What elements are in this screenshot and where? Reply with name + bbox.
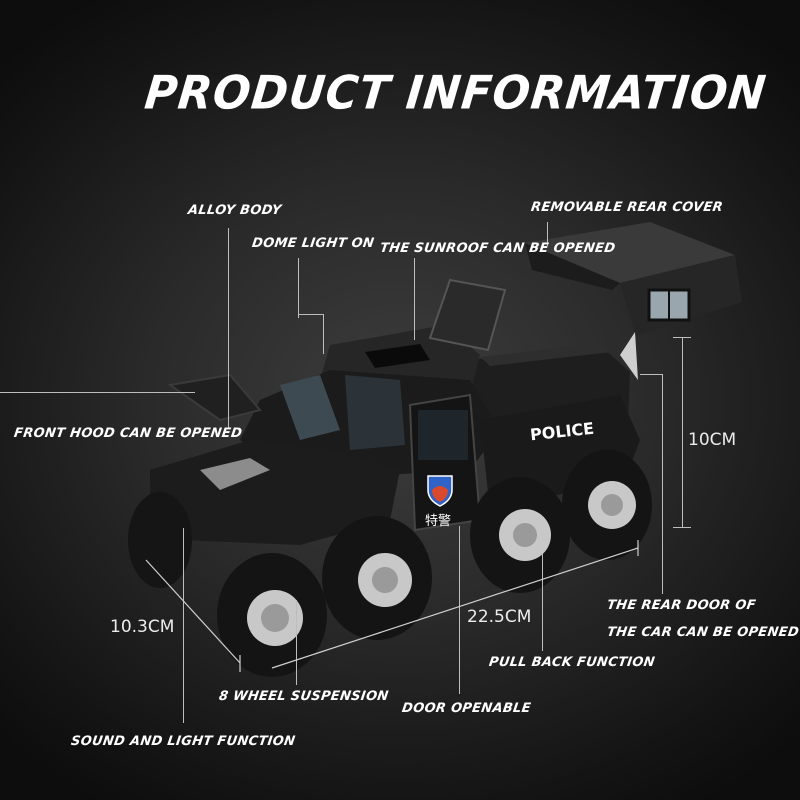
rear-cover-image: [525, 222, 742, 336]
label-alloy-body: ALLOY BODY: [186, 203, 283, 218]
label-sunroof: THE SUNROOF CAN BE OPENED: [378, 241, 617, 256]
label-pull-back: PULL BACK FUNCTION: [487, 655, 656, 670]
height-dim-cap-bottom: [673, 527, 691, 528]
callout-line-door: [459, 526, 460, 694]
height-dim-cap-top: [673, 337, 691, 338]
callout-line-rear-door: [662, 374, 663, 594]
label-rear-cover: REMOVABLE REAR COVER: [529, 200, 724, 215]
label-rear-door-line1: THE REAR DOOR OF: [605, 598, 757, 613]
height-dim-line: [682, 337, 683, 527]
door-chinese-text: 特警: [425, 514, 452, 529]
label-rear-door-line2: THE CAR CAN BE OPENED: [605, 625, 800, 640]
wheels: [128, 450, 652, 677]
label-door-openable: DOOR OPENABLE: [400, 701, 532, 716]
dimension-length: 22.5CM: [467, 607, 532, 627]
label-dome-light: DOME LIGHT ON: [250, 236, 376, 251]
dimension-height: 10CM: [688, 430, 737, 450]
callout-line-dome-h: [298, 314, 323, 315]
label-suspension: 8 WHEEL SUSPENSION: [217, 689, 390, 704]
callout-line-sound: [183, 528, 184, 723]
label-sound-light: SOUND AND LIGHT FUNCTION: [69, 734, 297, 749]
callout-line-sunroof: [414, 258, 415, 340]
callout-line-suspension: [296, 600, 297, 685]
callout-line-rear-door-h: [640, 374, 662, 375]
label-front-hood: FRONT HOOD CAN BE OPENED: [12, 426, 244, 441]
callout-line-pull-back: [542, 553, 543, 651]
callout-line-cover: [547, 222, 548, 246]
callout-line-dome: [298, 258, 299, 318]
callout-line-dome-v2: [323, 314, 324, 354]
callout-line-hood: [0, 392, 195, 393]
callout-line-alloy: [228, 228, 229, 428]
dimension-width: 10.3CM: [110, 617, 175, 637]
